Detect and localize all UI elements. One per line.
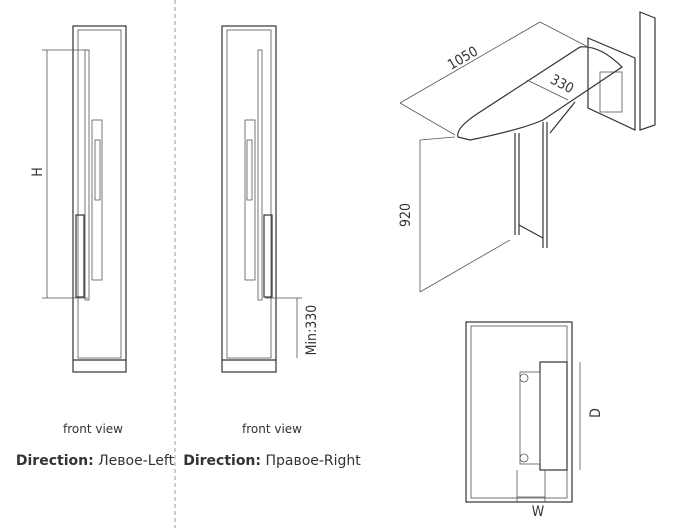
- plan-view: D W: [465, 321, 604, 520]
- isometric-view: 1050 330 920: [398, 11, 656, 293]
- left-front-view: H front view Direction: Левое-Left: [16, 25, 175, 469]
- dim-920-label: 920: [398, 203, 414, 227]
- dim-w-label: W: [532, 504, 545, 520]
- left-caption: front view: [63, 422, 123, 436]
- left-direction: Direction: Левое-Left: [16, 453, 175, 469]
- right-front-view: Min:330 front view Direction: Правое-Rig…: [183, 25, 361, 469]
- right-caption: front view: [242, 422, 302, 436]
- dim-min-label: Min:330: [304, 305, 320, 356]
- dim-d-label: D: [588, 408, 604, 418]
- dim-1050-label: 1050: [445, 44, 481, 74]
- dim-h-label: H: [30, 167, 46, 176]
- dim-330-label: 330: [548, 72, 577, 97]
- right-direction: Direction: Правое-Right: [183, 453, 361, 469]
